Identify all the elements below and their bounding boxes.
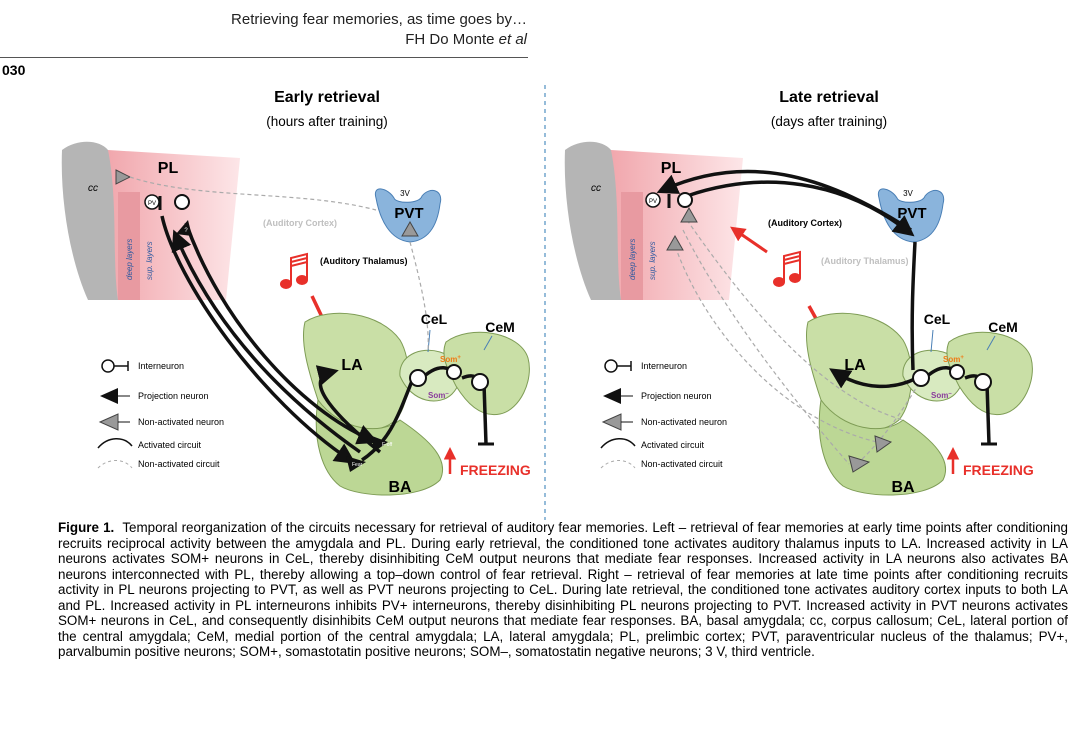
la-label-right: LA (844, 357, 866, 374)
left-subtitle: (hours after training) (266, 114, 388, 129)
caption-label: Figure 1. (58, 520, 115, 535)
right-panel: Late retrieval (days after training) PL … (564, 89, 1034, 496)
auditory-thalamus-label-right: (Auditory Thalamus) (821, 256, 909, 266)
deep-layers-label: deep layers (125, 239, 134, 280)
cc-label-right: cc (591, 183, 601, 194)
figure-1: Early retrieval (hours after training) P… (61, 85, 1034, 520)
sup-layers-label-right: sup. layers (648, 241, 657, 280)
cc-label: cc (88, 183, 98, 194)
pvt-label: PVT (394, 205, 423, 222)
fear-on-label: Fear (352, 462, 363, 468)
legend-nonactivated-neuron: Non-activated neuron (138, 417, 224, 427)
left-panel: Early retrieval (hours after training) P… (61, 89, 531, 496)
left-activated-circuits (160, 215, 488, 464)
som-plus-label: Som+ (440, 355, 461, 364)
page-number: 030 (2, 62, 26, 78)
pvt-region (374, 188, 442, 243)
cel-label: CeL (421, 311, 448, 327)
ba-label: BA (388, 479, 412, 496)
header-rule (0, 57, 528, 58)
fear-off-label: F-off (382, 442, 393, 448)
right-inhibition-ticks (667, 194, 997, 446)
legend-projection: Projection neuron (138, 391, 209, 401)
la-region-right (805, 312, 912, 431)
pl-region (108, 150, 240, 300)
left-neurons: PV ? F-off Fear (144, 194, 489, 472)
cem-label: CeM (485, 319, 515, 335)
legend-activated-circuit-right: Activated circuit (641, 440, 705, 450)
v3-label-right: 3V (903, 189, 913, 198)
running-title: Retrieving fear memories, as time goes b… (231, 11, 527, 28)
som-minus-label: Som– (428, 391, 449, 400)
cc-nonactivated-neuron (115, 169, 132, 185)
left-inhibition-ticks (158, 196, 494, 446)
cem-pointer (483, 335, 493, 351)
auditory-thalamus-label: (Auditory Thalamus) (320, 256, 408, 266)
pvt-label-right: PVT (897, 205, 926, 222)
pvt-nonactivated-neuron (401, 220, 419, 237)
auditory-cortex-label: (Auditory Cortex) (263, 218, 337, 228)
cel-pointer-right (930, 329, 934, 353)
som-plus-label-right: Som+ (943, 355, 964, 364)
v3-label: 3V (400, 189, 410, 198)
legend-interneuron: Interneuron (138, 361, 184, 371)
right-subtitle: (days after training) (771, 114, 887, 129)
legend-nonactivated-circuit-right: Non-activated circuit (641, 459, 723, 469)
right-dashed-pathways (672, 219, 922, 465)
sup-layers-label: sup. layers (145, 241, 154, 280)
caption-text: Temporal reorganization of the circuits … (58, 520, 1069, 659)
cem-label-right: CeM (988, 319, 1018, 335)
right-title: Late retrieval (779, 89, 879, 106)
legend-nonactivated-circuit: Non-activated circuit (138, 459, 220, 469)
tone-icon-right (772, 251, 802, 288)
authors: FH Do Monte (405, 31, 495, 48)
right-activated-circuits (656, 169, 991, 445)
left-freezing-label: FREEZING (460, 462, 531, 478)
right-neurons: PV (645, 192, 992, 473)
left-dashed-pathways (129, 176, 429, 353)
deep-layer-band (118, 192, 140, 300)
legend-nonactivated-neuron-right: Non-activated neuron (641, 417, 727, 427)
right-freezing-label: FREEZING (963, 462, 1034, 478)
tone-icon (279, 253, 309, 290)
sound-to-cortex-arrow (730, 226, 768, 254)
pv-label-right: PV (649, 199, 657, 205)
authors-suffix: et al (498, 31, 527, 48)
running-header: Retrieving fear memories, as time goes b… (231, 10, 527, 50)
legend-interneuron-right: Interneuron (641, 361, 687, 371)
cem-pointer-right (986, 335, 996, 351)
left-title: Early retrieval (274, 89, 380, 106)
cel-label-right: CeL (924, 311, 951, 327)
auditory-cortex-label-right: (Auditory Cortex) (768, 218, 842, 228)
legend-activated-circuit: Activated circuit (138, 440, 202, 450)
deep-layer-band-right (621, 192, 643, 300)
cc-region-right (564, 141, 621, 300)
q-label: ? (184, 228, 188, 234)
legend-right: Interneuron Projection neuron Non-activa… (600, 359, 727, 469)
som-minus-label-right: Som– (931, 391, 952, 400)
author-line: FH Do Monte et al (231, 30, 527, 50)
ba-label-right: BA (891, 479, 915, 496)
la-label: LA (341, 357, 363, 374)
cc-region (61, 141, 118, 300)
pl-label-right: PL (661, 160, 682, 177)
figure-caption: Figure 1. Temporal reorganization of the… (58, 520, 1068, 660)
pl-label: PL (158, 160, 179, 177)
pv-label: PV (148, 201, 156, 207)
deep-layers-label-right: deep layers (628, 239, 637, 280)
legend-projection-right: Projection neuron (641, 391, 712, 401)
legend-left: Interneuron Projection neuron Non-activa… (97, 359, 224, 469)
